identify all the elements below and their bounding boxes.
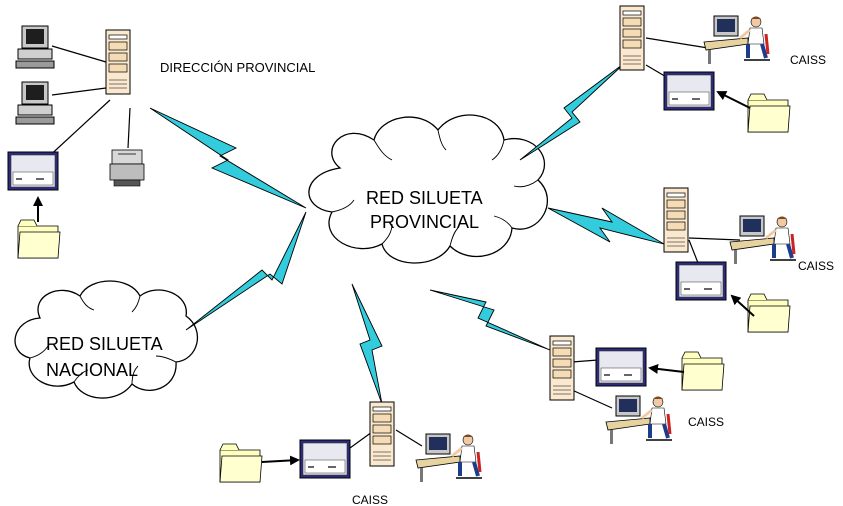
scanner-icon [595, 347, 647, 387]
cloud-nacional-label-line2: NACIONAL [46, 360, 138, 380]
lightning-caiss-mid-right [547, 207, 665, 245]
label-caiss-top-right: CAISS [790, 53, 826, 67]
scanner-icon [663, 71, 715, 111]
arrow-icon [730, 294, 755, 317]
cloud-provincial-label-line2: PROVINCIAL [370, 212, 479, 232]
workstation-icon [414, 432, 484, 484]
label-caiss-bottom: CAISS [352, 493, 388, 506]
lightning-caiss-top-right [519, 61, 627, 161]
label-caiss-lower-right: CAISS [688, 415, 724, 429]
arrow-icon [261, 455, 300, 466]
cloud-provincial-label-line1: RED SILUETA [366, 188, 483, 208]
folder-icon [681, 351, 725, 391]
server-icon [619, 5, 645, 71]
lightning-red-nacional [185, 211, 307, 331]
cloud-nacional-label-line1: RED SILUETA [46, 334, 163, 354]
direccion-provincial-cluster [7, 25, 145, 259]
cloud-red-silueta-nacional [14, 280, 198, 399]
desktop-computer-icon [15, 81, 55, 125]
folder-icon [17, 219, 61, 259]
lightning-links [149, 61, 665, 405]
caiss-bottom-cluster [219, 401, 484, 484]
folder-icon [747, 293, 791, 333]
workstation-icon [604, 394, 674, 446]
server-icon [369, 401, 395, 467]
cloud-red-silueta-provincial [308, 114, 548, 264]
caiss-top-right-cluster [619, 5, 791, 133]
server-icon [549, 335, 575, 401]
folder-icon [747, 93, 791, 133]
caiss-mid-right-cluster [663, 187, 798, 333]
connection-lines [44, 37, 741, 449]
printer-icon [109, 149, 145, 187]
caiss-lower-right-cluster [549, 335, 725, 446]
server-icon [663, 187, 689, 253]
lightning-caiss-bottom [351, 283, 383, 405]
label-caiss-mid-right: CAISS [798, 259, 834, 273]
arrow-icon [648, 363, 685, 374]
workstation-icon [702, 14, 772, 66]
scanner-icon [7, 151, 59, 191]
lightning-direccion-provincial [149, 107, 307, 209]
server-icon [105, 29, 131, 95]
scanner-icon [675, 261, 727, 301]
desktop-computer-icon [15, 25, 55, 69]
arrow-icon [716, 91, 751, 109]
label-direccion-provincial: DIRECCIÓN PROVINCIAL [160, 60, 315, 75]
scanner-icon [299, 439, 351, 479]
lightning-caiss-lower-right [429, 289, 551, 351]
folder-icon [219, 443, 263, 483]
